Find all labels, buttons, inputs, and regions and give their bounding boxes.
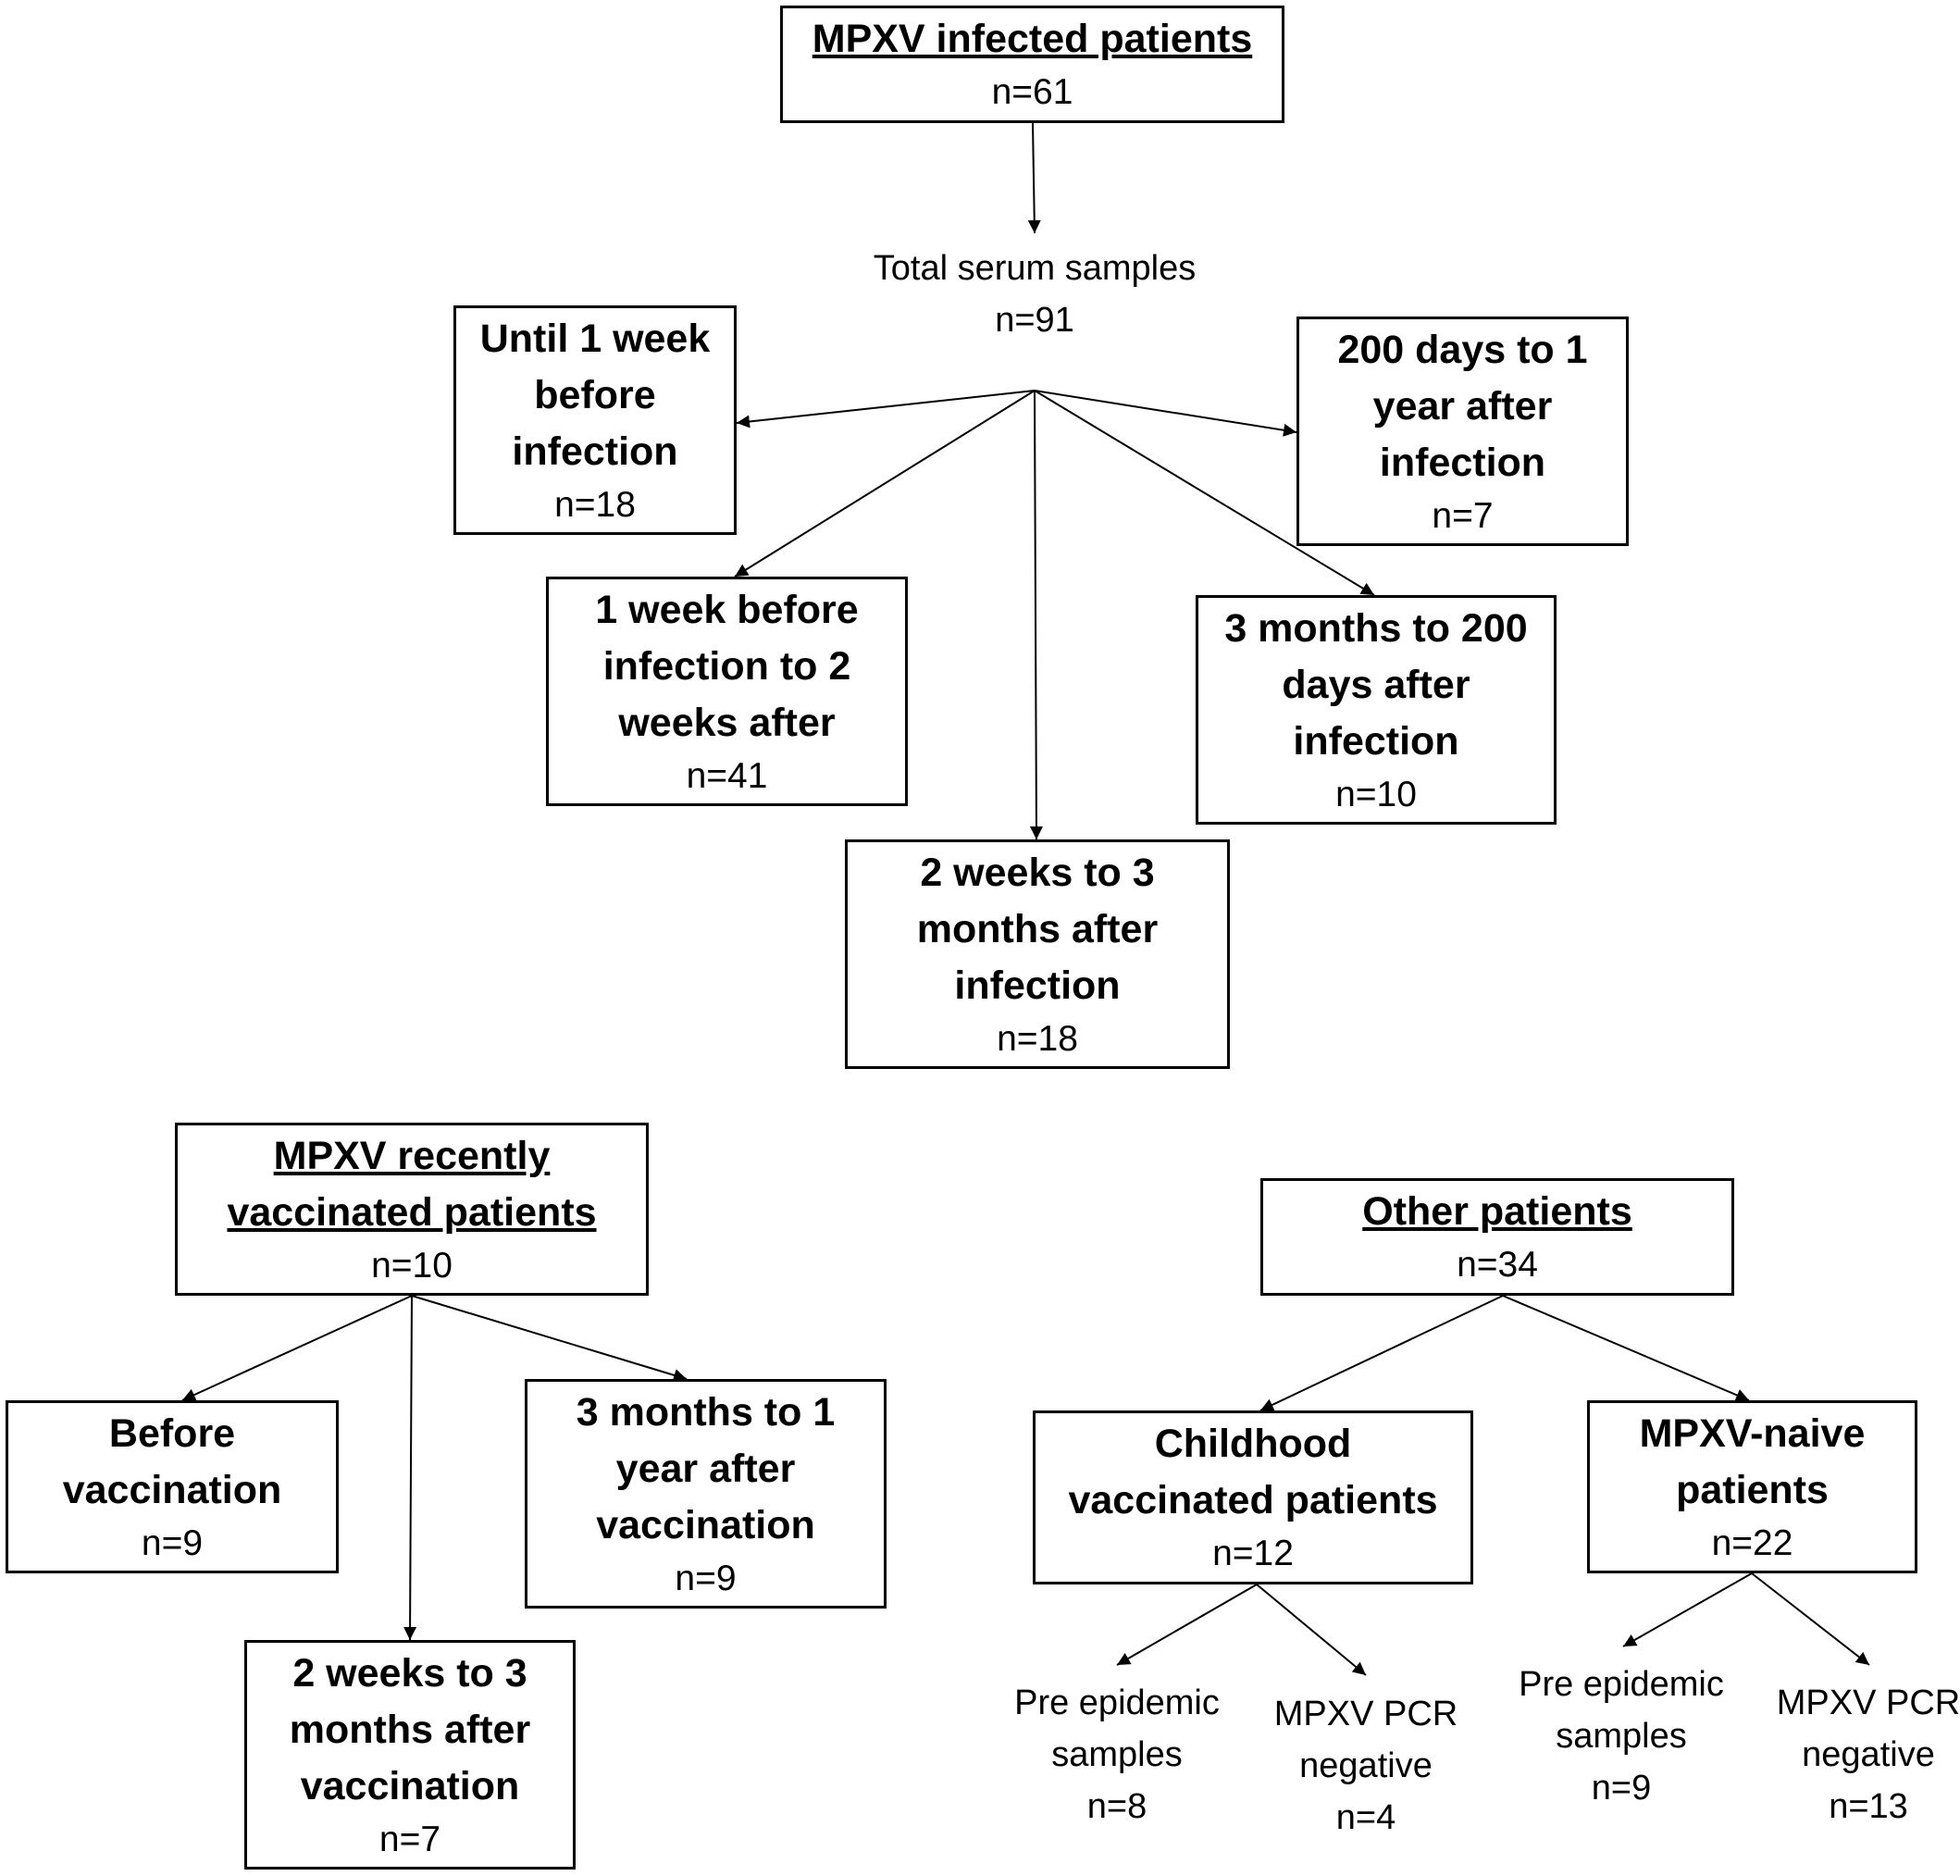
group-1-week-before-to-2-weeks-after: 1 week before infection to 2 weeks after… [546, 577, 908, 806]
arrow-total-to-until1week [736, 390, 1036, 429]
group-count: n=9 [141, 1522, 204, 1563]
group-count: n=18 [997, 1018, 1078, 1059]
total-serum-samples: Total serum samples n=91 [803, 242, 1266, 346]
childhood-mpxv-pcr-negative: MPXV PCR negative n=4 [1241, 1688, 1491, 1844]
group-title: 200 days to 1 year after infection [1337, 327, 1588, 485]
group-200-days-to-1-year-after-infection: 200 days to 1 year after infection n=7 [1296, 317, 1629, 546]
group-2-weeks-to-3-months-after-vaccination: 2 weeks to 3 months after vaccination n=… [244, 1640, 576, 1870]
naive-mpxv-pcr-negative: MPXV PCR negative n=13 [1743, 1677, 1960, 1833]
leaf-count: n=8 [1086, 1787, 1147, 1826]
naive-pre-epidemic-samples: Pre epidemic samples n=9 [1482, 1659, 1760, 1814]
leaf-count: n=13 [1829, 1787, 1908, 1826]
arrow-vacc-to-2weeks [403, 1295, 417, 1641]
arrow-total-to-1weekbefore [734, 390, 1036, 578]
group-title: Before vaccination [62, 1410, 282, 1512]
leaf-count: n=4 [1335, 1798, 1396, 1837]
childhood-vaccinated-title: Childhood vaccinated patients [1068, 1422, 1438, 1522]
group-count: n=41 [686, 755, 768, 796]
childhood-pre-epidemic-samples: Pre epidemic samples n=8 [978, 1677, 1256, 1833]
group-3-months-to-200-days-after-infection: 3 months to 200 days after infection n=1… [1196, 595, 1557, 825]
arrow-naive-to-pre [1622, 1572, 1753, 1647]
other-patients-title: Other patients [1362, 1189, 1632, 1234]
infected-patients-box: MPXV infected patients n=61 [780, 6, 1284, 123]
group-title: 3 months to 1 year after vaccination [576, 1389, 836, 1547]
arrow-infected-to-total [1027, 122, 1041, 234]
vaccinated-patients-count: n=10 [371, 1245, 453, 1286]
leaf-label: Pre epidemic samples [1014, 1683, 1220, 1774]
mpxv-naive-title: MPXV-naive patients [1639, 1410, 1866, 1512]
arrow-total-to-3months [1034, 390, 1375, 596]
total-serum-samples-count: n=91 [995, 301, 1074, 340]
arrow-vacc-to-before [181, 1295, 413, 1401]
group-title: Until 1 week before infection [479, 316, 711, 474]
group-3-months-to-1-year-after-vaccination: 3 months to 1 year after vaccination n=9 [525, 1379, 887, 1609]
group-count: n=18 [554, 484, 636, 525]
infected-patients-count: n=61 [991, 72, 1073, 112]
childhood-vaccinated-count: n=12 [1212, 1534, 1294, 1573]
leaf-label: MPXV PCR negative [1776, 1683, 1960, 1774]
vaccinated-patients-box: MPXV recently vaccinated patients n=10 [175, 1123, 649, 1296]
group-title: 2 weeks to 3 months after vaccination [289, 1650, 531, 1808]
leaf-label: MPXV PCR negative [1273, 1695, 1458, 1785]
leaf-label: Pre epidemic samples [1519, 1665, 1724, 1756]
group-before-vaccination: Before vaccination n=9 [6, 1400, 339, 1573]
other-patients-box: Other patients n=34 [1260, 1178, 1734, 1296]
group-title: 2 weeks to 3 months after infection [916, 850, 1159, 1008]
arrow-vacc-to-3months [411, 1295, 688, 1382]
group-2-weeks-to-3-months-after-infection: 2 weeks to 3 months after infection n=18 [845, 839, 1230, 1069]
childhood-vaccinated-box: Childhood vaccinated patients n=12 [1033, 1410, 1473, 1584]
arrow-childhood-to-neg [1256, 1584, 1367, 1676]
group-count: n=7 [1432, 495, 1494, 536]
infected-patients-title: MPXV infected patients [812, 17, 1253, 61]
mpxv-naive-count: n=22 [1711, 1522, 1793, 1563]
vaccinated-patients-title: MPXV recently vaccinated patients [227, 1133, 597, 1235]
arrow-total-to-2weeks [1029, 390, 1043, 840]
total-serum-samples-label: Total serum samples [873, 249, 1197, 288]
group-title: 1 week before infection to 2 weeks after [595, 587, 859, 745]
arrow-other-to-naive [1502, 1295, 1750, 1401]
leaf-count: n=9 [1591, 1769, 1652, 1808]
group-title: 3 months to 200 days after infection [1224, 605, 1528, 764]
arrow-naive-to-neg [1751, 1572, 1870, 1666]
group-count: n=7 [378, 1819, 441, 1859]
group-until-1-week-before-infection: Until 1 week before infection n=18 [453, 305, 737, 535]
arrow-total-to-200days [1034, 390, 1297, 437]
mpxv-naive-box: MPXV-naive patients n=22 [1587, 1400, 1917, 1573]
group-count: n=9 [675, 1558, 737, 1598]
other-patients-count: n=34 [1457, 1245, 1538, 1285]
arrow-other-to-childhood [1259, 1295, 1504, 1411]
group-count: n=10 [1335, 774, 1417, 814]
arrow-childhood-to-pre [1116, 1584, 1258, 1666]
